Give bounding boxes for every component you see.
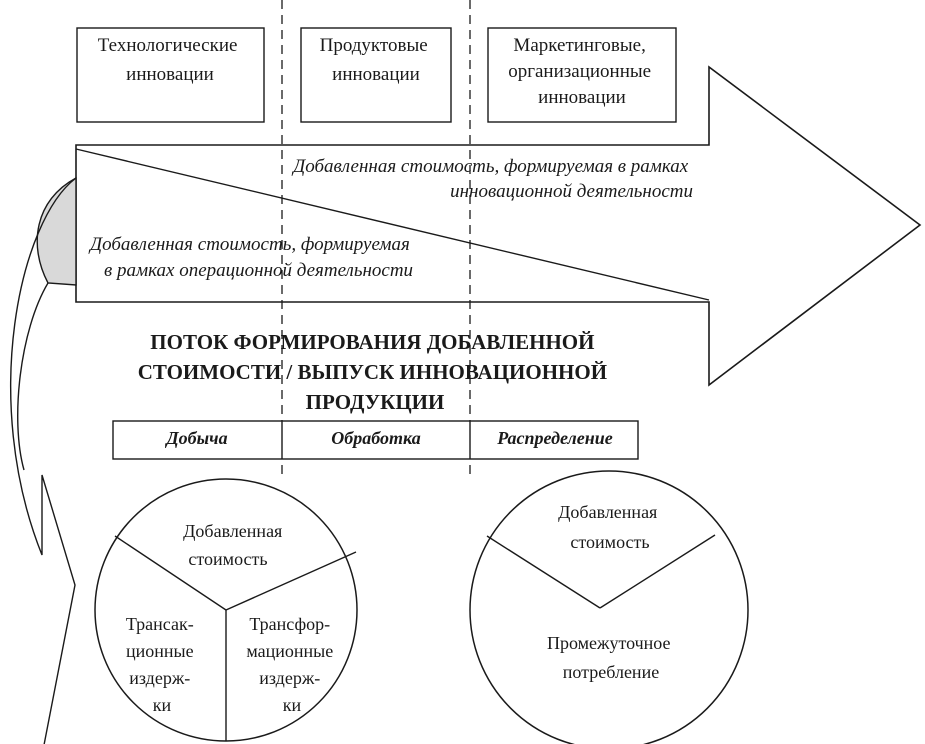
left-added-value-label: Добавленная стоимость bbox=[183, 521, 287, 569]
left-circle-sector-line-2 bbox=[225, 551, 357, 611]
box-marketing-innovations bbox=[487, 27, 677, 123]
box-product-label: Продуктовые инновации bbox=[320, 35, 433, 85]
left-circle-sector-line-1 bbox=[114, 535, 227, 611]
stage-processing: Обработка bbox=[331, 428, 420, 448]
transaction-costs-label: Трансак- ционные издерж- ки bbox=[126, 614, 198, 715]
box-marketing-label: Маркетинговые, организационные инновации bbox=[508, 35, 656, 108]
return-arrow-shaded bbox=[36, 176, 77, 286]
box-technological-innovations bbox=[76, 27, 265, 123]
flow-arrow bbox=[75, 65, 922, 387]
stage-extraction: Добыча bbox=[164, 428, 227, 448]
right-added-value-label: Добавленная стоимость bbox=[558, 502, 662, 552]
stages-bar bbox=[112, 420, 639, 460]
intermediate-consumption-label: Промежуточное потребление bbox=[547, 633, 675, 682]
stage-distribution: Распределение bbox=[496, 428, 613, 448]
arrow-diagonal bbox=[75, 148, 710, 301]
return-arrow-outer bbox=[10, 177, 77, 744]
right-cost-circle bbox=[469, 470, 749, 744]
right-circle-sector-line-1 bbox=[486, 535, 601, 609]
box-product-innovations bbox=[300, 27, 452, 123]
box-technological-label: Технологические инновации bbox=[98, 35, 242, 85]
return-arrow-inner bbox=[17, 282, 49, 471]
flow-title: ПОТОК ФОРМИРОВАНИЯ ДОБАВЛЕННОЙ СТОИМОСТИ… bbox=[138, 330, 613, 414]
right-circle-sector-line-2 bbox=[599, 534, 716, 609]
operational-value-label: Добавленная стоимость, формируемая в рам… bbox=[88, 234, 415, 281]
transformation-costs-label: Трансфор- мационные издерж- ки bbox=[246, 614, 337, 715]
innovation-value-label: Добавленная стоимость, формируемая в рам… bbox=[291, 156, 693, 202]
